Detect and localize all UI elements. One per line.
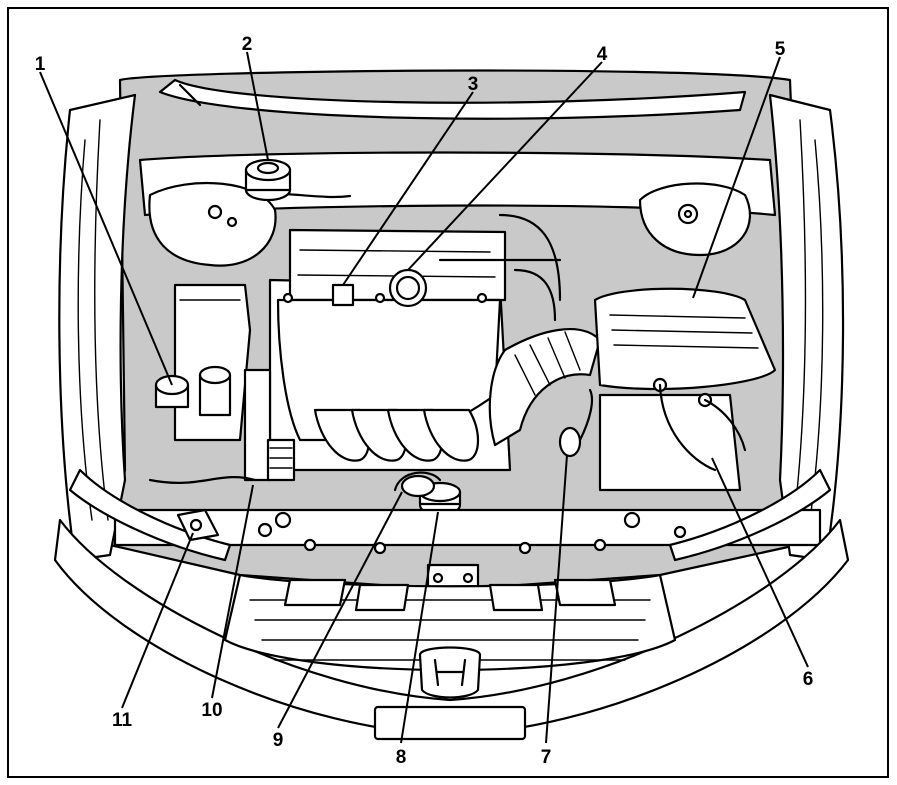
license-plate-holder	[373, 705, 527, 741]
power-steering-reservoir	[198, 365, 232, 417]
callout-4: 4	[597, 44, 608, 65]
leader-1	[39, 71, 173, 386]
leader-lines	[39, 51, 809, 744]
leader-8	[400, 511, 439, 744]
leader-10	[211, 484, 254, 699]
callout-7: 7	[541, 747, 552, 768]
air-cleaner-box	[593, 287, 777, 391]
air-intake-duct	[488, 328, 602, 447]
callout-9: 9	[273, 730, 284, 751]
leader-3	[342, 91, 474, 286]
transmission-dipstick	[558, 388, 594, 458]
battery	[598, 377, 747, 492]
leader-4	[407, 61, 603, 271]
leader-5	[692, 56, 781, 299]
valve-cover	[276, 228, 507, 442]
callout-3: 3	[468, 74, 479, 95]
grille-slots	[283, 578, 617, 612]
leader-9	[277, 491, 403, 729]
fuse-bracket	[176, 508, 220, 542]
leader-2	[246, 51, 269, 161]
oil-filler-cap	[388, 268, 428, 308]
callout-10: 10	[201, 700, 222, 721]
callout-labels: 1 2 3 4 5 6 7 8 9 10 11	[35, 34, 814, 768]
intake-manifold	[313, 408, 480, 462]
headlight-right	[668, 468, 832, 562]
hoses	[148, 213, 562, 484]
callout-2: 2	[242, 34, 253, 55]
firewall	[138, 151, 777, 217]
washer-fluid-cap	[154, 374, 190, 409]
right-strut-tower	[638, 182, 751, 257]
left-reservoir	[173, 283, 252, 442]
left-fender	[58, 93, 137, 562]
callout-5: 5	[775, 39, 786, 60]
dipstick-ring	[393, 471, 442, 498]
leader-6	[711, 457, 809, 668]
dipstick-square	[331, 283, 355, 307]
drive-belt	[243, 368, 296, 482]
left-strut-tower	[148, 181, 277, 267]
callout-8: 8	[396, 747, 407, 768]
callout-11: 11	[112, 710, 133, 731]
callout-1: 1	[35, 54, 46, 75]
callout-6: 6	[803, 669, 814, 690]
brake-fluid-reservoir	[244, 158, 292, 202]
hood-hinge-bar	[158, 78, 747, 120]
leader-11	[121, 532, 194, 709]
leader-7	[545, 454, 568, 744]
honda-emblem	[418, 646, 482, 699]
